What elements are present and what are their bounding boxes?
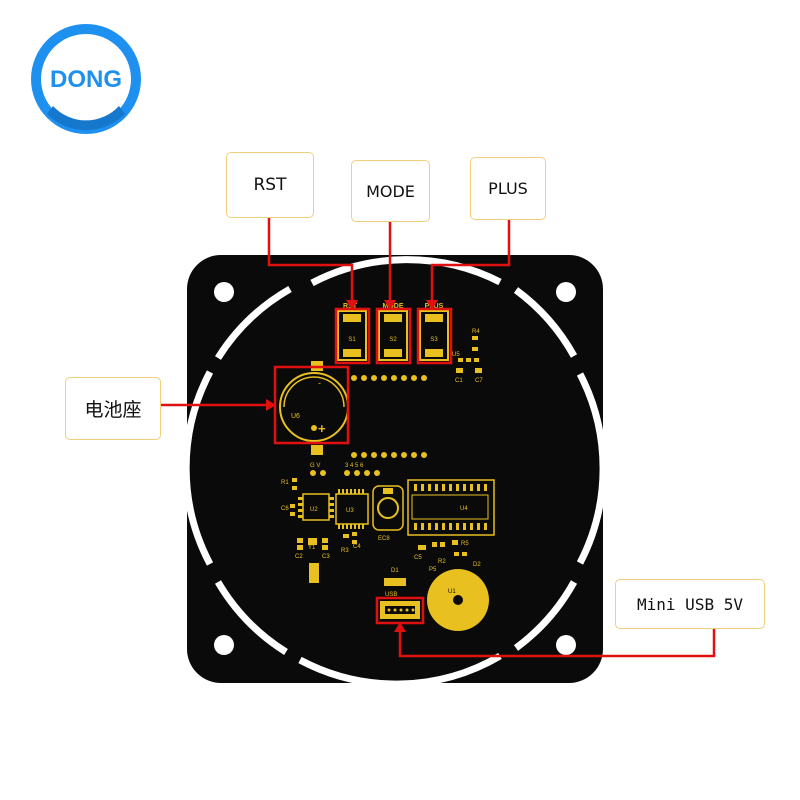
logo-inner — [41, 34, 131, 124]
label-r4: R4 — [472, 329, 480, 335]
plus-highlight-box — [416, 307, 453, 365]
svg-text:D1: D1 — [391, 568, 399, 574]
r1-c6-parts — [290, 478, 297, 516]
label-u5: U5 — [452, 352, 460, 358]
plus-callout-label: PLUS — [488, 179, 528, 198]
battery-callout-label: 电池座 — [84, 399, 142, 421]
mounting-hole-bottom-right — [556, 635, 576, 655]
mounting-hole-top-left — [214, 282, 234, 302]
svg-text:+: + — [318, 421, 326, 436]
label-p5: P5 — [429, 567, 437, 573]
usb-callout: Mini USB 5V — [615, 579, 765, 629]
label-c2: C2 — [295, 554, 303, 560]
rst-leader-line — [267, 218, 354, 302]
label-y1: Y1 — [308, 545, 316, 551]
mounting-holes — [214, 282, 576, 655]
silk-mode-label: MODE — [383, 303, 404, 310]
buzzer-u1: U1 — [427, 569, 489, 631]
r4-u5-c1-c7-parts — [456, 336, 482, 373]
label-gv: G V — [310, 463, 320, 469]
svg-text:U2: U2 — [310, 507, 318, 513]
label-d2: D2 — [473, 562, 481, 568]
svg-text:EC8: EC8 — [378, 536, 390, 542]
gv-pads — [310, 470, 380, 476]
mounting-hole-top-right — [556, 282, 576, 302]
label-r1: R1 — [281, 480, 289, 486]
dong-logo: DONG — [27, 20, 145, 138]
label-c5: C5 — [414, 555, 422, 561]
svg-text:S3: S3 — [430, 337, 438, 343]
label-c6: C6 — [281, 506, 289, 512]
svg-text:-: - — [318, 378, 321, 388]
annotation-leaders — [161, 218, 716, 658]
mode-callout: MODE — [351, 160, 430, 222]
pcb-board — [187, 255, 603, 683]
plus-callout: PLUS — [470, 157, 546, 220]
diode-d1: D1 — [384, 568, 406, 586]
mode-arrowhead — [384, 300, 396, 310]
chip-u3: U3 — [335, 489, 369, 529]
mode-highlight-box — [375, 307, 412, 365]
label-usb: USB — [385, 592, 397, 598]
svg-text:U1: U1 — [448, 589, 456, 595]
svg-text:U3: U3 — [346, 508, 354, 514]
silk-plus-label: PLUS — [425, 303, 444, 310]
rst-callout: RST — [226, 152, 314, 218]
label-r2: R2 — [438, 559, 446, 565]
label-r5: R5 — [461, 541, 469, 547]
chip-u2: U2 — [298, 493, 334, 521]
battery-holder-u6: U6 - + — [279, 361, 349, 455]
label-c3: C3 — [322, 554, 330, 560]
header-pins-bottom — [351, 452, 427, 458]
annotation-arrowheads — [266, 300, 438, 632]
chip-u4: U4 — [407, 479, 495, 536]
header-pins-top — [351, 375, 427, 381]
mode-callout-label: MODE — [366, 181, 415, 201]
logo-shadow — [47, 106, 125, 131]
label-c4: C4 — [353, 544, 361, 550]
label-c1: C1 — [455, 378, 463, 384]
plus-arrowhead — [426, 300, 438, 310]
label-r3: R3 — [341, 548, 349, 554]
label-pin-numbers: 3 4 5 6 — [345, 463, 364, 469]
svg-text:U6: U6 — [291, 413, 300, 420]
capacitor-ec8: EC8 — [372, 485, 404, 542]
mini-usb-connector — [380, 601, 420, 619]
switch-s3: S3 — [419, 310, 449, 361]
label-c7: C7 — [475, 378, 483, 384]
rst-callout-label: RST — [253, 175, 287, 195]
battery-arrowhead — [266, 399, 276, 411]
svg-text:U4: U4 — [460, 506, 468, 512]
led-ring-segments — [182, 256, 607, 688]
plus-leader-line — [430, 220, 511, 302]
switch-s2: S2 — [378, 310, 408, 361]
svg-text:S1: S1 — [348, 337, 356, 343]
battery-callout: 电池座 — [65, 377, 161, 440]
c5-r2-r5-d2-parts — [418, 540, 467, 556]
svg-text:S2: S2 — [389, 337, 397, 343]
mounting-hole-bottom-left — [214, 635, 234, 655]
rst-arrowhead — [346, 300, 358, 310]
c2-y1-c3-r3-c4-parts — [297, 532, 357, 583]
switch-s1: S1 — [337, 310, 367, 361]
usb-arrowhead — [394, 622, 406, 632]
usb-leader-line — [398, 629, 716, 658]
logo-text: DONG — [50, 66, 122, 93]
usb-callout-label: Mini USB 5V — [637, 594, 743, 614]
